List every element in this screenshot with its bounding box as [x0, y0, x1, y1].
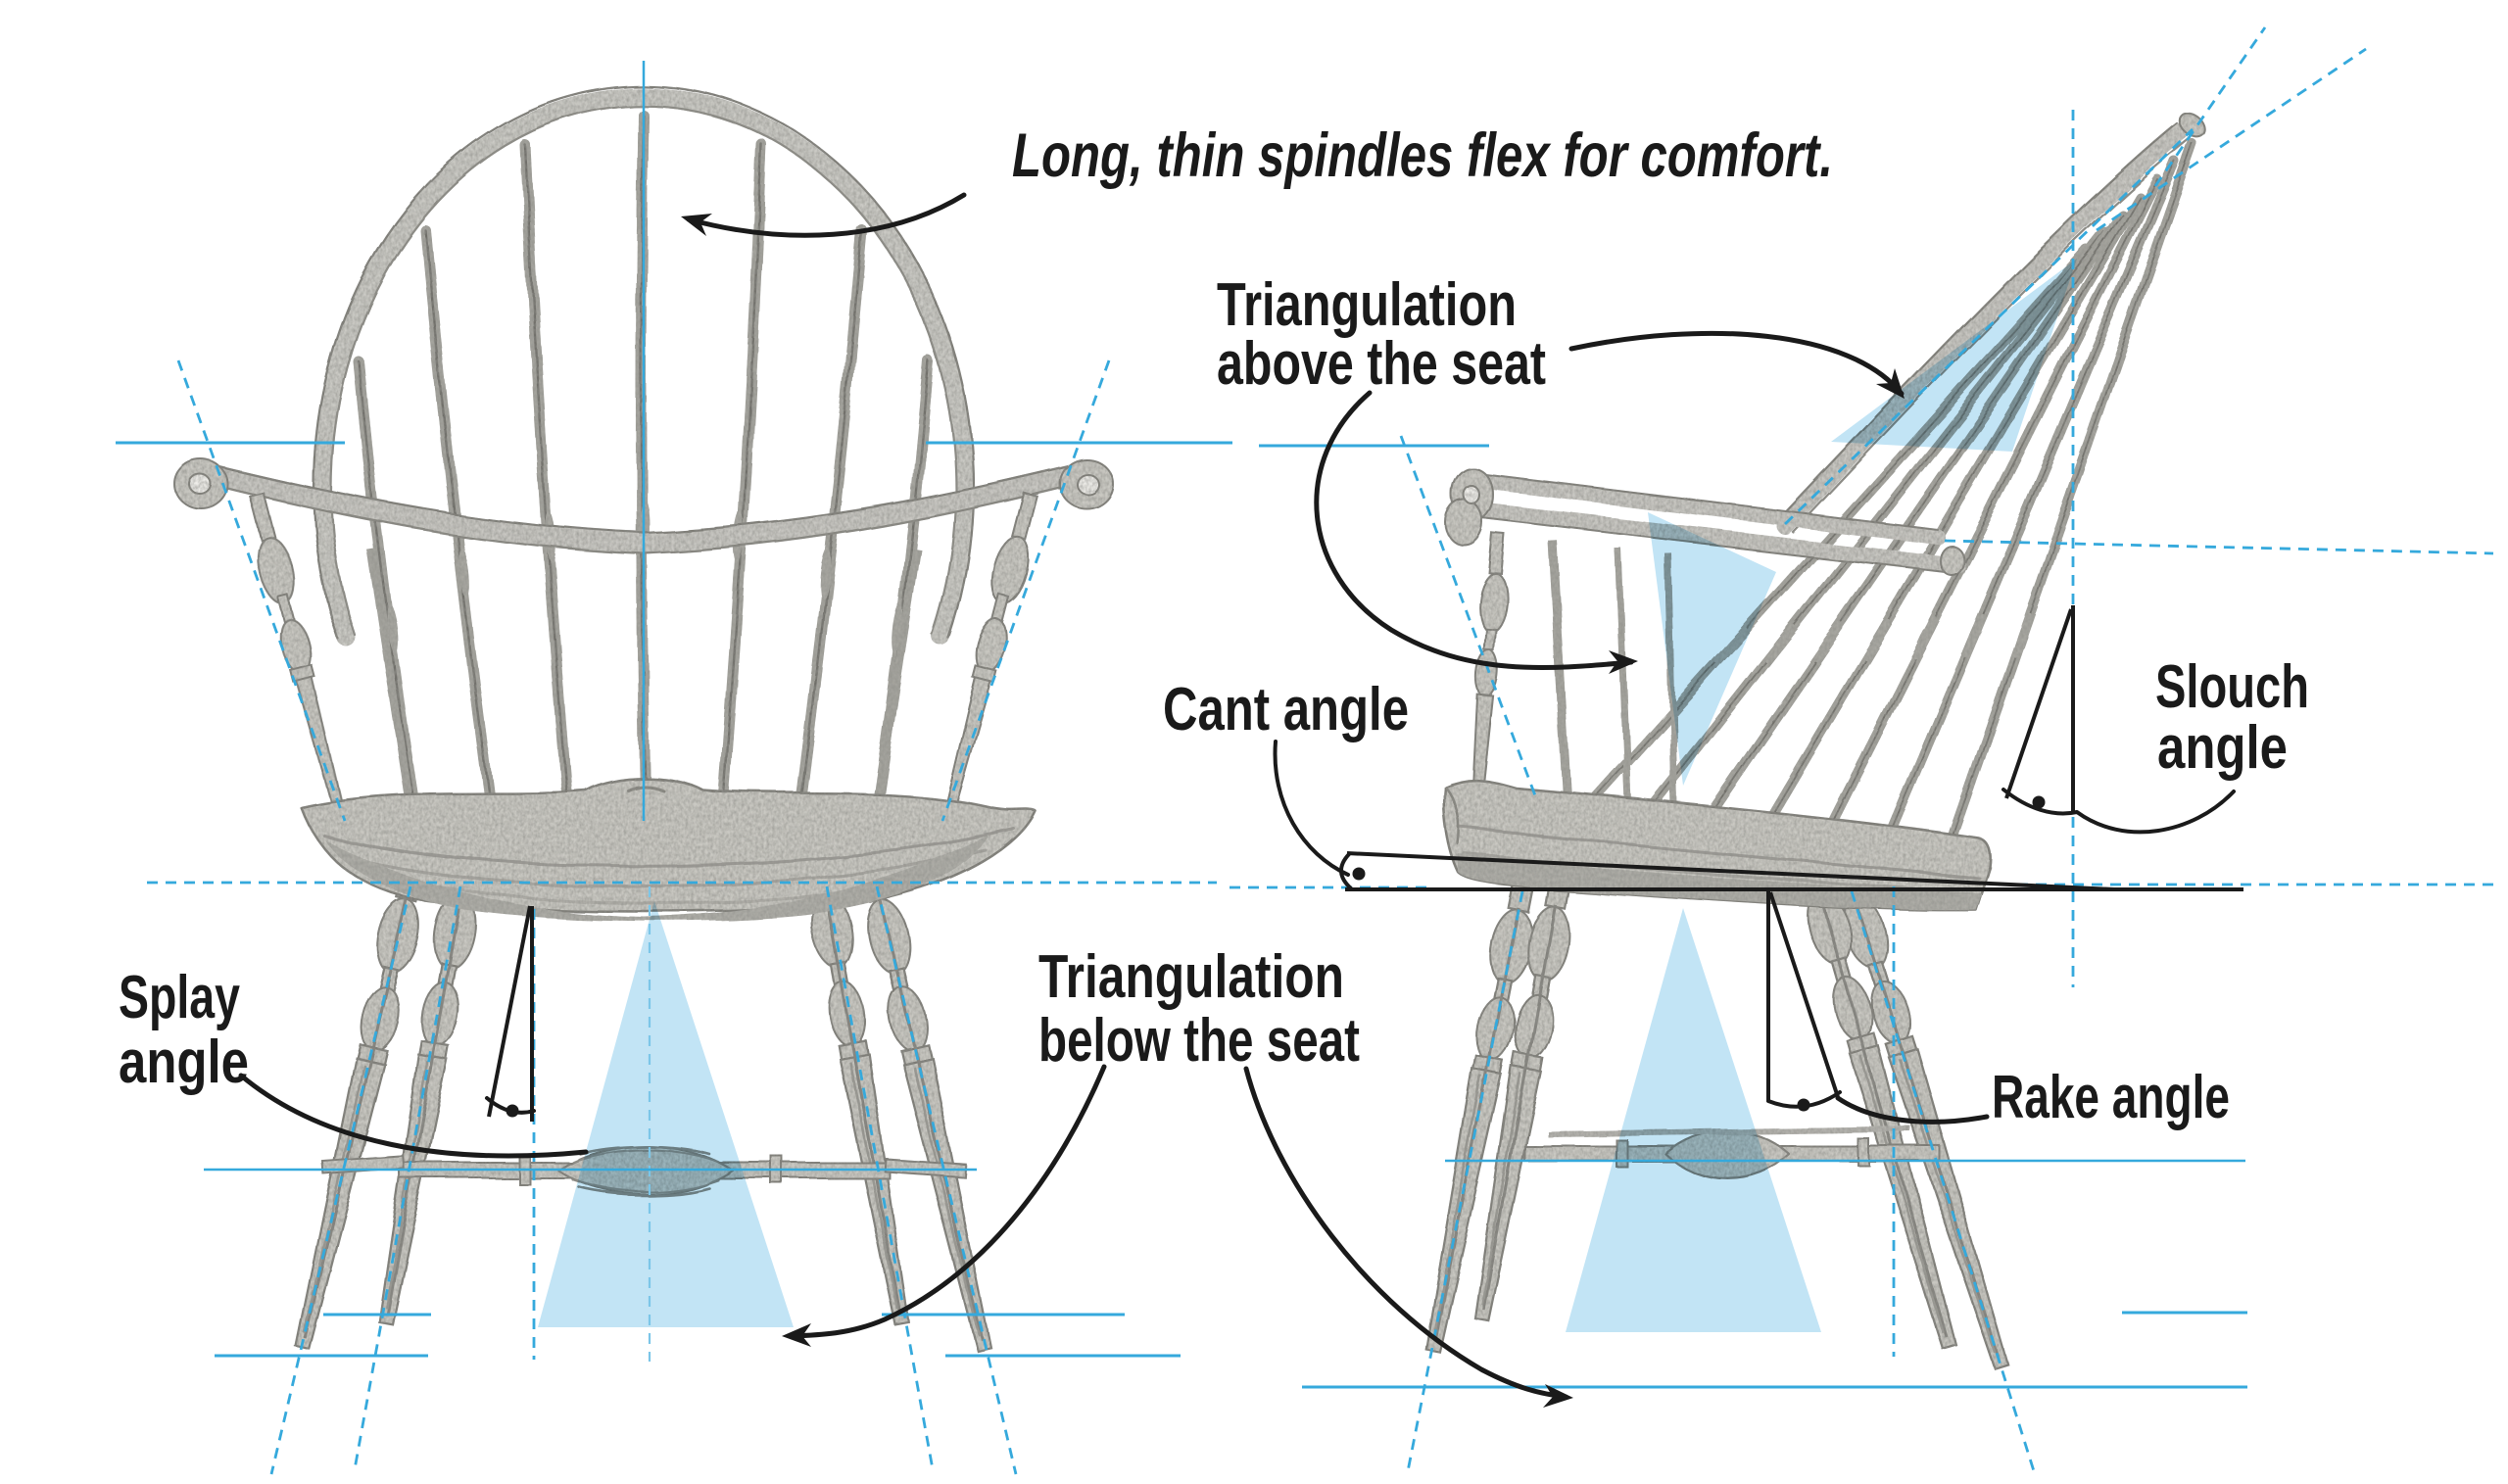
svg-text:above the seat: above the seat [1217, 330, 1546, 398]
svg-text:angle: angle [119, 1029, 249, 1096]
svg-text:Rake angle: Rake angle [1992, 1064, 2230, 1131]
svg-text:Slouch: Slouch [2155, 653, 2309, 721]
svg-text:below the seat: below the seat [1038, 1007, 1360, 1075]
svg-text:Triangulation: Triangulation [1038, 943, 1344, 1011]
svg-text:Triangulation: Triangulation [1217, 271, 1517, 339]
svg-text:Long, thin spindles flex for c: Long, thin spindles flex for comfort. [1012, 121, 1833, 190]
svg-text:angle: angle [2157, 714, 2288, 782]
svg-text:Splay: Splay [119, 964, 240, 1031]
svg-text:Cant angle: Cant angle [1163, 676, 1409, 743]
